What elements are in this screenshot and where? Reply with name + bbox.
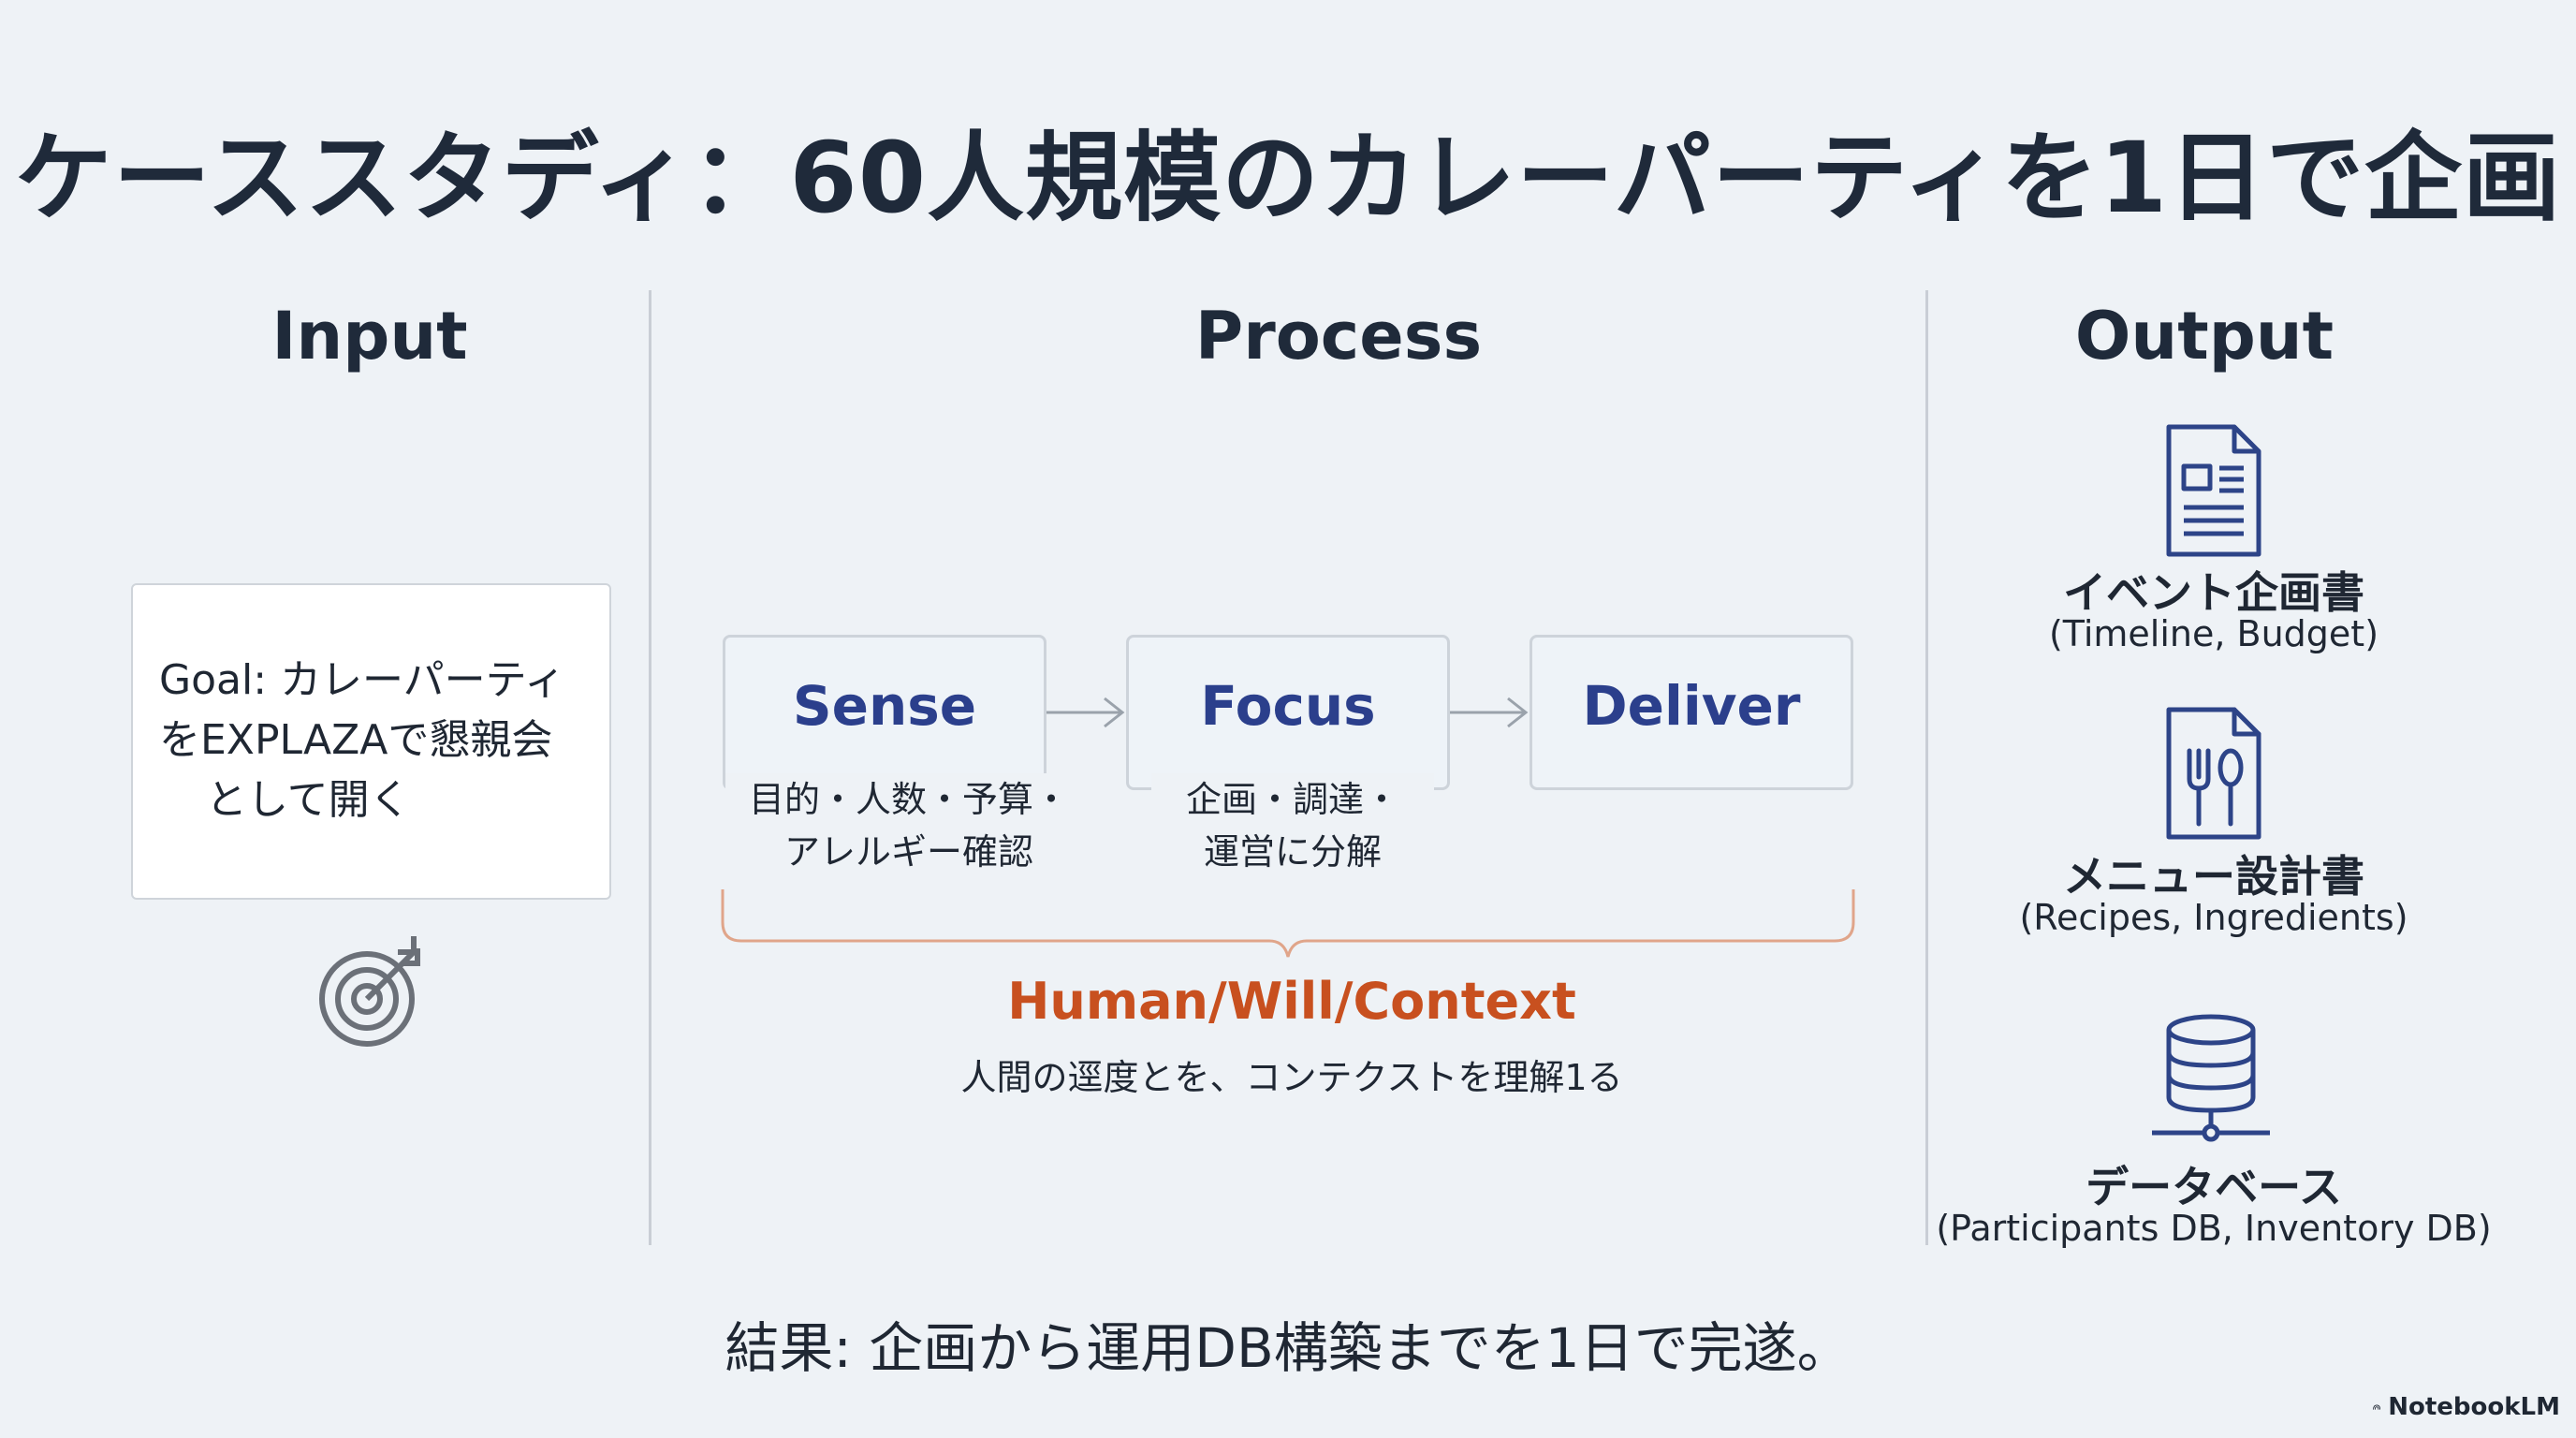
process-bracket xyxy=(721,889,1855,958)
goal-line: Goal: カレーパーティ xyxy=(159,656,565,704)
database-icon xyxy=(2152,1014,2270,1142)
step-description-line: アレルギー確認 xyxy=(783,831,1033,873)
bracket-label: Human/Will/Context xyxy=(1007,972,1576,1031)
target-icon xyxy=(319,936,420,1047)
document-icon xyxy=(2166,424,2261,557)
step-label-deliver: Deliver xyxy=(1582,674,1801,738)
goal-line: として開く xyxy=(206,776,411,824)
arrow-sense-to-focus xyxy=(1046,697,1125,728)
step-description-line: 企画・調達・ xyxy=(1185,779,1399,820)
output-subtitle-menu: (Recipes, Ingredients) xyxy=(2019,897,2408,938)
step-description-focus: 企画・調達・ 運営に分解 xyxy=(1151,773,1434,878)
column-divider-left xyxy=(649,290,651,1245)
column-header-output: Output xyxy=(2074,298,2334,374)
output-subtitle-database: (Participants DB, Inventory DB) xyxy=(1936,1208,2492,1249)
menu-document-icon xyxy=(2166,707,2261,840)
step-label-sense: Sense xyxy=(792,674,977,738)
output-title-menu: メニュー設計書 xyxy=(2063,851,2364,902)
arrow-focus-to-deliver xyxy=(1450,697,1529,728)
column-divider-right xyxy=(1925,290,1928,1245)
output-title-database: データベース xyxy=(2086,1162,2342,1212)
step-description-sense: 目的・人数・予算・ アレルギー確認 xyxy=(725,773,1092,878)
step-description-line: 運営に分解 xyxy=(1203,831,1382,873)
column-header-input: Input xyxy=(271,298,468,374)
step-description-line: 目的・人数・予算・ xyxy=(748,779,1069,820)
output-subtitle-plan: (Timeline, Budget) xyxy=(2048,613,2379,654)
column-header-process: Process xyxy=(1194,298,1483,374)
brand-name: NotebookLM xyxy=(2388,1393,2560,1421)
notebooklm-logo-icon xyxy=(2373,1404,2381,1410)
step-box-deliver xyxy=(1530,635,1853,790)
output-title-plan: イベント企画書 xyxy=(2063,567,2364,618)
goal-line: をEXPLAZAで懇親会 xyxy=(159,716,553,764)
step-box-focus xyxy=(1126,635,1450,790)
brand-watermark: NotebookLM xyxy=(2373,1393,2560,1421)
goal-text: Goal: カレーパーティ をEXPLAZAで懇親会 として開く xyxy=(159,651,590,830)
page-title: ケーススタディ：60人規模のカレーパーティを1日で企画 xyxy=(14,121,2562,235)
bracket-description: 人間の逕度とを、コンテクストを理解1る xyxy=(960,1057,1623,1098)
goal-card xyxy=(131,583,611,900)
result-statement: 結果: 企画から運用DB構築までを1日で完遂。 xyxy=(724,1316,1852,1380)
step-label-focus: Focus xyxy=(1200,674,1376,738)
